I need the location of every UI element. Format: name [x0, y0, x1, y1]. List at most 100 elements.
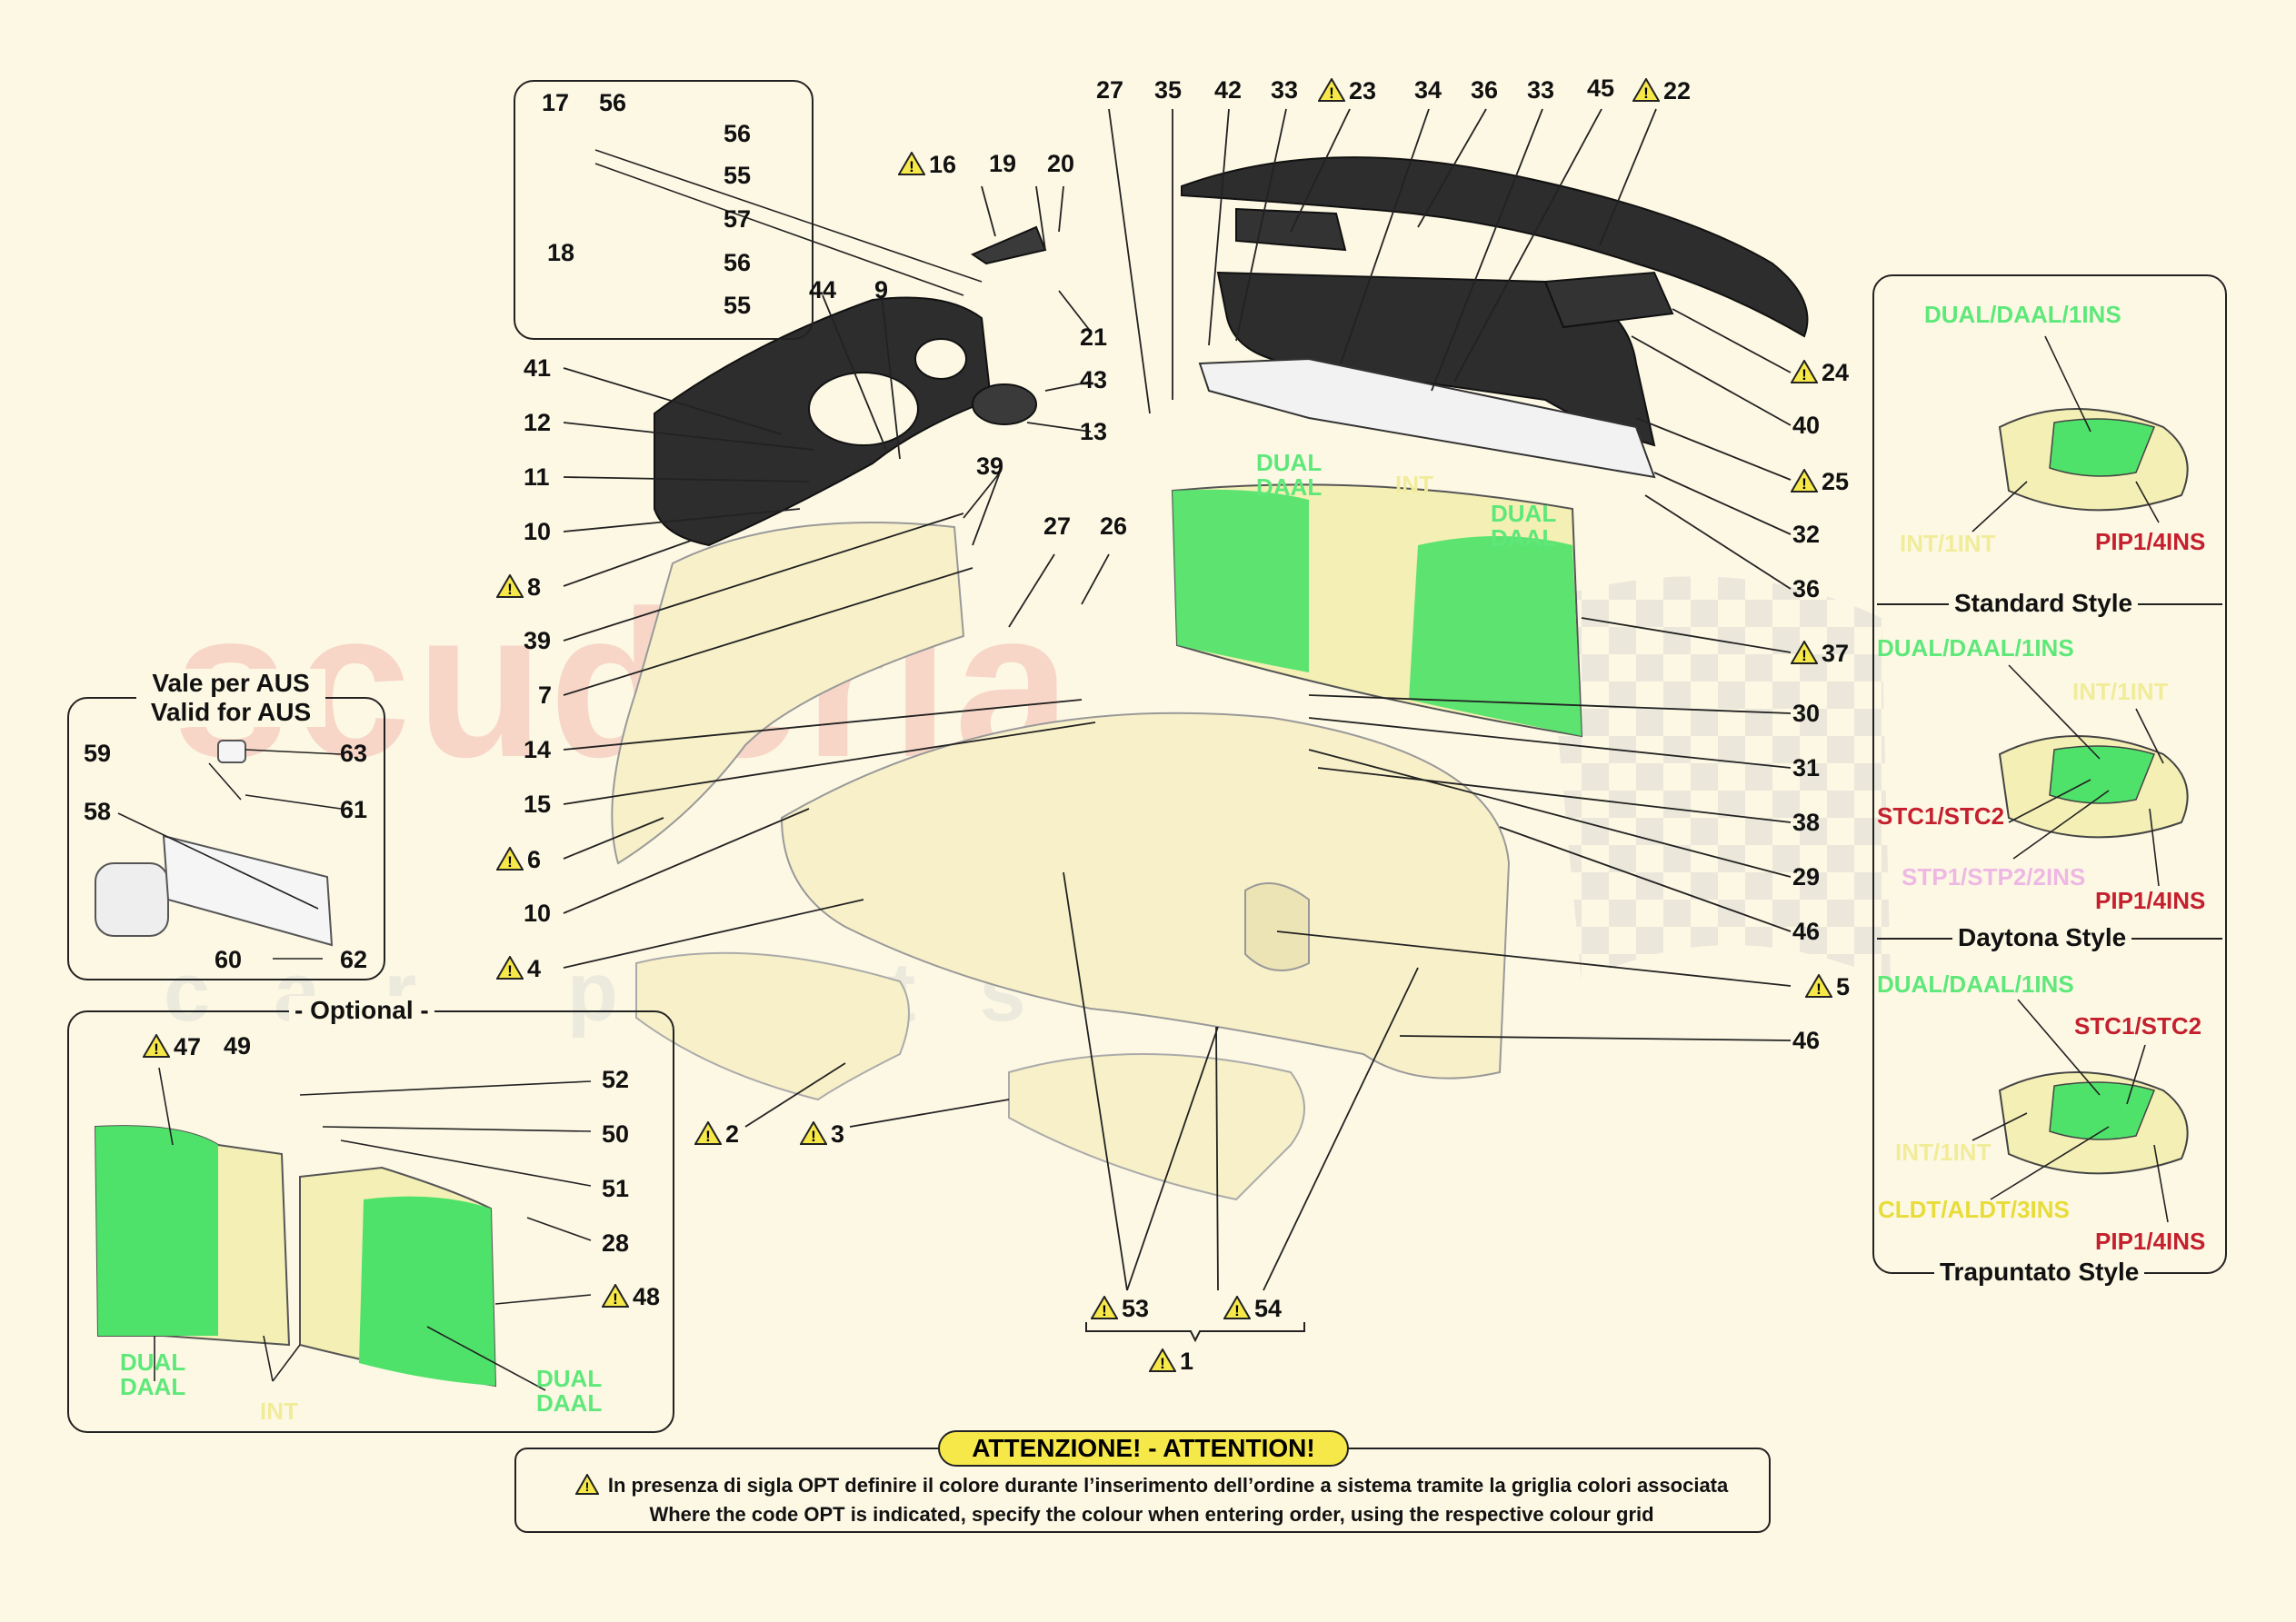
- svg-text:!: !: [811, 1128, 816, 1145]
- part-label-59: 59: [84, 741, 111, 766]
- opt-left-zone-label: DUAL DAAL: [120, 1348, 186, 1401]
- daytona-int-label: INT/1INT: [2072, 678, 2169, 705]
- part-number: 5: [1836, 973, 1851, 1000]
- daytona-style-name: Daytona Style: [1952, 923, 2132, 953]
- part-number: 7: [538, 682, 553, 709]
- part-number: 48: [633, 1283, 661, 1310]
- part-label-56: 56: [724, 251, 751, 275]
- part-number: 57: [724, 205, 752, 233]
- aus-title-line2: Valid for AUS: [150, 698, 312, 727]
- part-number: 38: [1792, 809, 1821, 836]
- warning-icon: !: [800, 1121, 827, 1145]
- part-label-43: 43: [1080, 368, 1107, 393]
- part-label-10: 10: [524, 520, 551, 544]
- part-number: 17: [542, 89, 570, 116]
- part-label-10: 10: [524, 901, 551, 926]
- part-label-14: 14: [524, 738, 551, 762]
- part-number: 56: [724, 249, 752, 276]
- svg-text:!: !: [1160, 1355, 1165, 1372]
- part-label-42: 42: [1214, 78, 1242, 103]
- warning-icon: !: [602, 1284, 629, 1308]
- svg-text:!: !: [613, 1290, 618, 1308]
- part-number: 32: [1792, 521, 1821, 548]
- part-number: 52: [602, 1066, 630, 1093]
- svg-text:!: !: [1102, 1302, 1107, 1319]
- part-number: 10: [524, 900, 552, 927]
- main-right-zone-label: DUAL DAAL: [1491, 500, 1557, 552]
- standard-style-name: Standard Style: [1949, 589, 2139, 619]
- part-label-23: !23: [1318, 78, 1376, 104]
- part-number: 13: [1080, 418, 1108, 445]
- part-label-29: 29: [1792, 865, 1820, 890]
- part-32-frame: [1198, 357, 1656, 479]
- part-number: 55: [724, 292, 752, 319]
- part-number: 4: [527, 955, 542, 982]
- part-label-60: 60: [215, 948, 242, 972]
- attention-italian-text: In presenza di sigla OPT definire il col…: [607, 1474, 1729, 1497]
- part-label-27: 27: [1096, 78, 1123, 103]
- part-number: 46: [1792, 918, 1821, 945]
- daytona-stp-label: STP1/STP2/2INS: [1902, 863, 2086, 891]
- warning-icon: !: [143, 1034, 170, 1058]
- part-number: 41: [524, 354, 552, 382]
- part-13: [972, 383, 1037, 425]
- trapuntato-top-label: DUAL/DAAL/1INS: [1877, 970, 2074, 998]
- part-label-45: 45: [1587, 76, 1614, 101]
- part-label-25: ! 25: [1791, 469, 1849, 494]
- part-label-11: 11: [524, 465, 550, 490]
- part-number: 46: [1792, 1027, 1821, 1054]
- part-label-36: 36: [1471, 78, 1498, 103]
- warning-icon: !: [1632, 78, 1660, 102]
- warning-icon: !: [1091, 1296, 1118, 1319]
- warning-icon: !: [496, 956, 524, 980]
- part-number: 2: [725, 1120, 740, 1148]
- part-number: 9: [874, 276, 889, 304]
- warning-icon: !: [574, 1474, 599, 1495]
- part-label-21: 21: [1080, 325, 1107, 350]
- warning-icon: !: [1318, 78, 1345, 102]
- part-label-51: 51: [602, 1177, 629, 1201]
- part-label-54: !54: [1223, 1296, 1282, 1321]
- opt-right-zone-label: DUAL DAAL: [536, 1365, 603, 1418]
- part-label-33: 33: [1527, 78, 1554, 103]
- trapuntato-stc-label: STC1/STC2: [2074, 1012, 2202, 1040]
- standard-int-label: INT/1INT: [1900, 530, 1996, 557]
- part-number: 16: [929, 151, 957, 178]
- part-number: 45: [1587, 75, 1615, 102]
- warning-icon: !: [1223, 1296, 1251, 1319]
- part-number: 63: [340, 740, 368, 767]
- part-label-52: 52: [602, 1068, 629, 1092]
- part-number: 25: [1822, 468, 1850, 495]
- trapuntato-cldt-label: CLDT/ALDT/3INS: [1878, 1196, 2070, 1223]
- part-4-tub: [780, 711, 1511, 1080]
- part-label-5: !5: [1805, 974, 1850, 1000]
- warning-icon: !: [898, 152, 925, 175]
- part-number: 8: [527, 573, 542, 601]
- part-number: 47: [174, 1033, 202, 1060]
- part-label-40: 40: [1792, 413, 1820, 438]
- part-number: 55: [724, 162, 752, 189]
- part-number: 34: [1414, 76, 1442, 104]
- part-63: [217, 740, 246, 763]
- inset-box-17: [514, 80, 814, 340]
- part-number: 36: [1792, 575, 1821, 602]
- part-label-33: 33: [1271, 78, 1298, 103]
- warning-icon: !: [496, 574, 524, 598]
- part-22-rail: [1181, 156, 1809, 338]
- part-number: 19: [989, 150, 1017, 177]
- part-16: [970, 225, 1047, 265]
- part-label-19: 19: [989, 152, 1016, 176]
- part-label-63: 63: [340, 741, 367, 766]
- svg-text:!: !: [1643, 85, 1649, 102]
- part-number: 50: [602, 1120, 630, 1148]
- part-number: 33: [1271, 76, 1299, 104]
- part-number: 44: [809, 276, 837, 304]
- part-label-15: 15: [524, 792, 551, 817]
- part-label-1: !1: [1149, 1348, 1193, 1374]
- trapuntato-int-label: INT/1INT: [1895, 1139, 1992, 1166]
- aus-box: [67, 697, 385, 980]
- part-number: 14: [524, 736, 552, 763]
- svg-text:!: !: [1802, 475, 1807, 493]
- trapuntato-style-swatch: [1998, 1071, 2189, 1175]
